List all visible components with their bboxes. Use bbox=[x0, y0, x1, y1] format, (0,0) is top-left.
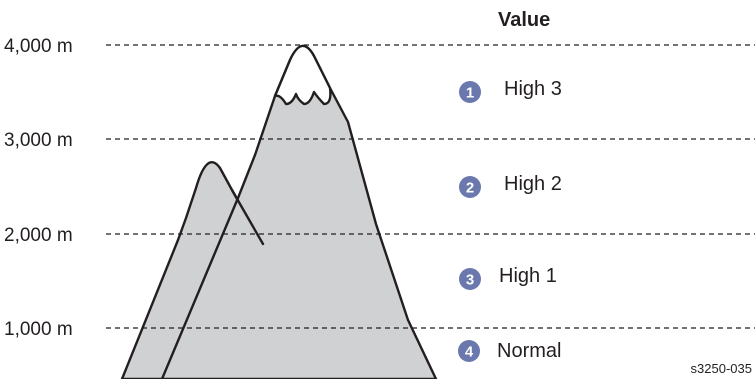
altitude-lines bbox=[106, 44, 755, 329]
level-1-badge-icon bbox=[459, 81, 481, 103]
snow-cap bbox=[273, 44, 332, 106]
level-4-badge-icon bbox=[458, 340, 480, 362]
level-4-label: Normal bbox=[497, 340, 561, 362]
level-4-number: 4 bbox=[465, 344, 474, 361]
altitude-label-4000: 4,000 m bbox=[4, 36, 73, 57]
figure-code: s3250-035 bbox=[691, 361, 752, 376]
level-3-label: High 1 bbox=[499, 265, 557, 287]
level-2-badge-icon bbox=[459, 176, 481, 198]
ridge-line bbox=[230, 188, 265, 246]
level-3: 3 High 1 bbox=[459, 265, 557, 290]
level-2: 2 High 2 bbox=[459, 173, 562, 198]
altitude-label-1000: 1,000 m bbox=[4, 319, 73, 340]
level-1: 1 High 3 bbox=[459, 78, 562, 103]
level-2-label: High 2 bbox=[504, 173, 562, 195]
mountains bbox=[120, 44, 438, 379]
level-3-number: 3 bbox=[466, 272, 474, 289]
level-3-badge-icon bbox=[459, 268, 481, 290]
value-header: Value bbox=[498, 9, 550, 31]
altitude-label-2000: 2,000 m bbox=[4, 225, 73, 246]
level-1-label: High 3 bbox=[504, 78, 562, 100]
level-4: 4 Normal bbox=[458, 340, 561, 362]
level-2-number: 2 bbox=[466, 180, 474, 197]
level-1-number: 1 bbox=[466, 85, 474, 102]
altitude-labels: 4,000 m 3,000 m 2,000 m 1,000 m bbox=[4, 36, 73, 340]
altitude-label-3000: 3,000 m bbox=[4, 130, 73, 151]
